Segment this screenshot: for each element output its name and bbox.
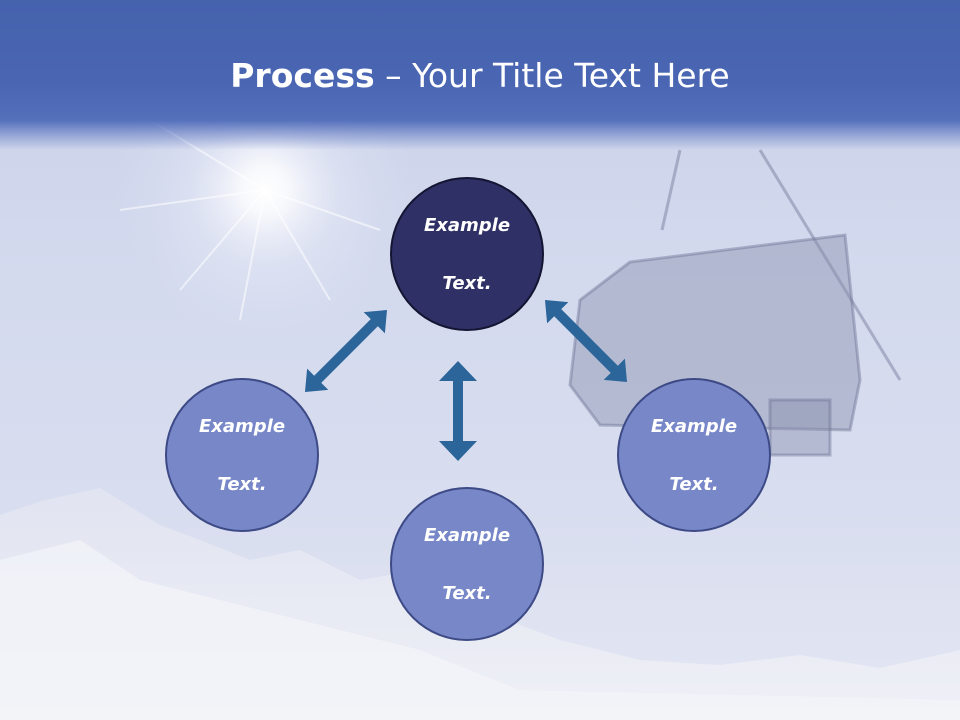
node-left-line1: Example [198, 415, 286, 437]
node-right-line1: Example [650, 415, 738, 437]
slide-title: Process – Your Title Text Here [0, 56, 960, 96]
node-top-line1: Example [423, 214, 511, 236]
node-bottom-line1: Example [423, 524, 511, 546]
chairlift-silhouette [568, 149, 902, 457]
node-bottom-line2: Text. [442, 582, 492, 604]
node-right-line2: Text. [669, 473, 719, 495]
node-left-line2: Text. [217, 473, 267, 495]
title-bold: Process [230, 56, 375, 95]
title-text: Your Title Text Here [412, 56, 730, 95]
title-bar [0, 0, 960, 150]
node-top-line2: Text. [442, 272, 492, 294]
title-dash: – [374, 56, 413, 95]
